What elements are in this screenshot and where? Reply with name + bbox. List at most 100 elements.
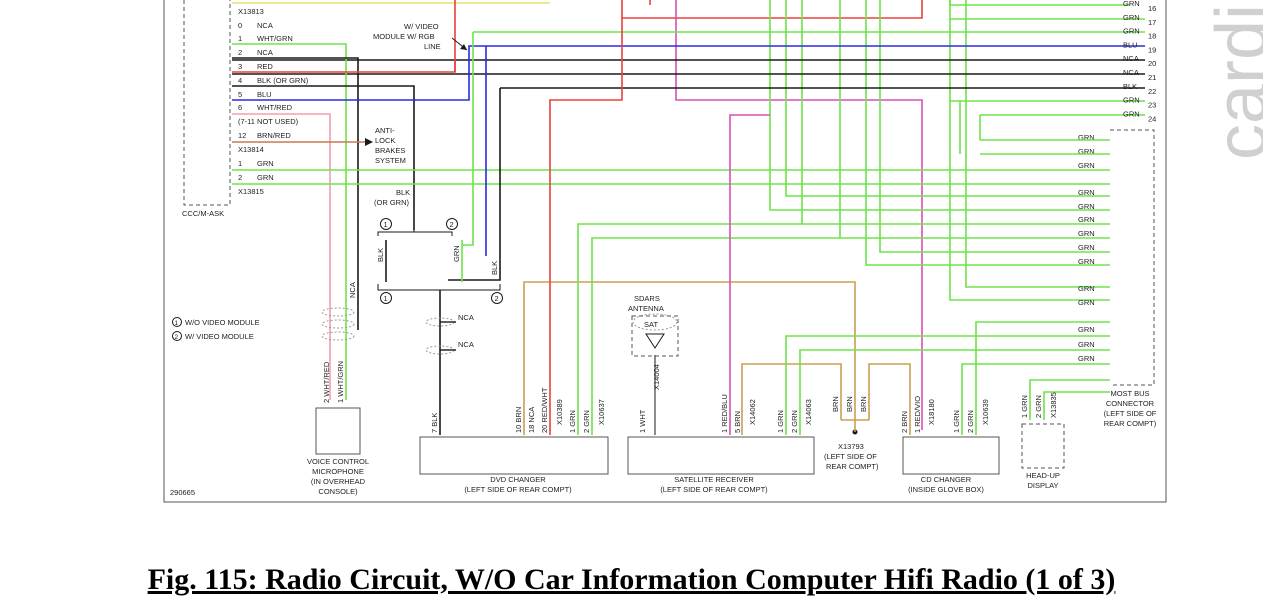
ccc-pin2-color: GRN: [257, 159, 274, 168]
voice-caption-2: MICROPHONE: [312, 467, 364, 476]
vlabel-sat-7: X14063: [804, 399, 813, 425]
ccc-module-label: CCC/M-ASK: [182, 209, 224, 218]
abs-arrow: [365, 138, 373, 146]
ccc-pin-num: 12: [238, 131, 246, 140]
right-pin-num: 24: [1148, 114, 1156, 123]
video-label-3: LINE: [424, 42, 441, 51]
svg-text:GRN: GRN: [1078, 188, 1095, 197]
vlabel-x13793-2: BRN: [845, 396, 854, 412]
right-pin-num: 21: [1148, 73, 1156, 82]
legend: 1 2 W/O VIDEO MODULE W/ VIDEO MODULE: [172, 317, 260, 341]
x13793-label-3: REAR COMPT): [826, 462, 879, 471]
sat-caption-1: SATELLITE RECEIVER: [674, 475, 754, 484]
misc-labels: W/ VIDEO MODULE W/ RGB LINE ANTI- LOCK B…: [170, 22, 879, 497]
ccc-pin-color: WHT/RED: [257, 103, 293, 112]
svg-text:GRN: GRN: [1078, 133, 1095, 142]
svg-text:GRN: GRN: [1078, 215, 1095, 224]
legend-note-2: W/ VIDEO MODULE: [185, 332, 254, 341]
vlabel-hud-2: 2 GRN: [1034, 395, 1043, 418]
cd-caption-1: CD CHANGER: [921, 475, 972, 484]
ccc-pin-num: 4: [238, 76, 242, 85]
ccc-pin-color: WHT/GRN: [257, 34, 293, 43]
svg-text:GRN: GRN: [1078, 243, 1095, 252]
legend-num-2: 2: [175, 334, 179, 341]
dvd-caption-2: (LEFT SIDE OF REAR COMPT): [464, 485, 572, 494]
abs-label-3: BRAKES: [375, 146, 405, 155]
ccc-module-box: [183, 0, 231, 206]
right-pin-num: 18: [1148, 32, 1156, 41]
vlabel-hud-3: X13835: [1049, 392, 1058, 418]
most-caption-4: REAR COMPT): [1104, 419, 1157, 428]
ccc-pin-color: BRN/RED: [257, 131, 291, 140]
option-brackets: [377, 218, 503, 435]
video-label-1: W/ VIDEO: [404, 22, 439, 31]
lower-wires: [523, 18, 1110, 435]
ccc-pin-num: 1: [238, 34, 242, 43]
vlabel-voice-2: 1 WHT/GRN: [336, 361, 345, 403]
ccc-pin-color: BLU: [257, 90, 272, 99]
ccc-pin-color: BLK (OR GRN): [257, 76, 309, 85]
ccc-wires: [232, 0, 1110, 400]
dvd-caption-1: DVD CHANGER: [490, 475, 546, 484]
most-caption-1: MOST BUS: [1110, 389, 1149, 398]
vlabel-voice-1: 2 WHT/RED: [322, 361, 331, 403]
vlabel-sat-6: 2 GRN: [790, 410, 799, 433]
vertical-labels: 2 WHT/RED 1 WHT/GRN NCA BLK GRN BLK 7 BL…: [322, 245, 1058, 433]
nca-leads: [440, 321, 456, 351]
vlabel-cd-3: X18180: [927, 399, 936, 425]
most-bus-extra-wires: [959, 101, 1110, 155]
right-pin-num: 17: [1148, 18, 1156, 27]
ccc-conn-x13815: X13815: [238, 187, 264, 196]
video-arrow-head: [460, 44, 467, 50]
vlabel-nca-mic: NCA: [348, 282, 357, 298]
antenna-icon: [645, 333, 665, 349]
legend-num-1: 1: [175, 320, 179, 327]
vlabel-sat-3: 5 BRN: [733, 411, 742, 433]
ccc-pin2-num: 1: [238, 159, 242, 168]
ccc-pin-color: RED: [257, 62, 273, 71]
vlabel-abs-grn: GRN: [452, 245, 461, 262]
or-grn-label: (OR GRN): [374, 198, 409, 207]
svg-text:GRN: GRN: [1078, 202, 1095, 211]
legend-note-1: W/O VIDEO MODULE: [185, 318, 260, 327]
voice-caption-3: (IN OVERHEAD: [311, 477, 366, 486]
option-numbers: 1 2 1 2: [384, 220, 499, 303]
svg-text:GRN: GRN: [1078, 325, 1095, 334]
hud-box: [1021, 423, 1065, 469]
vlabel-x14004: X14004: [652, 364, 661, 390]
opt-num-2a: 2: [450, 220, 454, 229]
ccc-pin-num: 6: [238, 103, 242, 112]
most-caption-2: CONNECTOR: [1106, 399, 1155, 408]
top-wires: [621, 0, 1130, 430]
ccc-pin-color: NCA: [257, 48, 273, 57]
vlabel-dvd-7: 2 GRN: [582, 410, 591, 433]
ccc-pin-num: 5: [238, 90, 242, 99]
vlabel-cd-2: 1 RED/VIO: [913, 396, 922, 433]
right-pin-color: NCA: [1123, 54, 1139, 63]
vlabel-dvd-1: 7 BLK: [430, 413, 439, 433]
right-rail-pins: GRN16GRN17GRN18BLU19NCA20NCA21BLK22GRN23…: [1123, 0, 1156, 123]
right-pin-num: 23: [1148, 101, 1156, 110]
vlabel-dvd-5: X10389: [555, 399, 564, 425]
svg-text:GRN: GRN: [1078, 284, 1095, 293]
hud-caption-2: DISPLAY: [1027, 481, 1058, 490]
component-captions: VOICE CONTROL MICROPHONE (IN OVERHEAD CO…: [307, 389, 1157, 496]
vlabel-x13793-1: BRN: [831, 396, 840, 412]
figure-id: 290665: [170, 488, 195, 497]
vlabel-sat-2: 1 RED/BLU: [720, 394, 729, 433]
opt-num-2b: 2: [495, 294, 499, 303]
sat-caption-2: (LEFT SIDE OF REAR COMPT): [660, 485, 768, 494]
vlabel-dvd-6: 1 GRN: [568, 410, 577, 433]
voice-mic-box: [315, 407, 361, 455]
vlabel-abs-blk: BLK: [376, 248, 385, 262]
sat-label: SAT: [644, 320, 658, 329]
ccc-conn-x13814: X13814: [238, 145, 264, 154]
x13793-label-1: X13793: [838, 442, 864, 451]
voice-caption-1: VOICE CONTROL: [307, 457, 369, 466]
most-bus-wire-labels: GRN GRN GRN GRN GRN GRN GRN GRN GRN GRN …: [1078, 133, 1095, 363]
sdars-label-2: ANTENNA: [628, 304, 664, 313]
vlabel-cd-1: 2 BRN: [900, 411, 909, 433]
vlabel-abs-blk2: BLK: [490, 261, 499, 275]
vlabel-hud-1: 1 GRN: [1020, 395, 1029, 418]
right-pin-color: BLK: [1123, 82, 1137, 91]
